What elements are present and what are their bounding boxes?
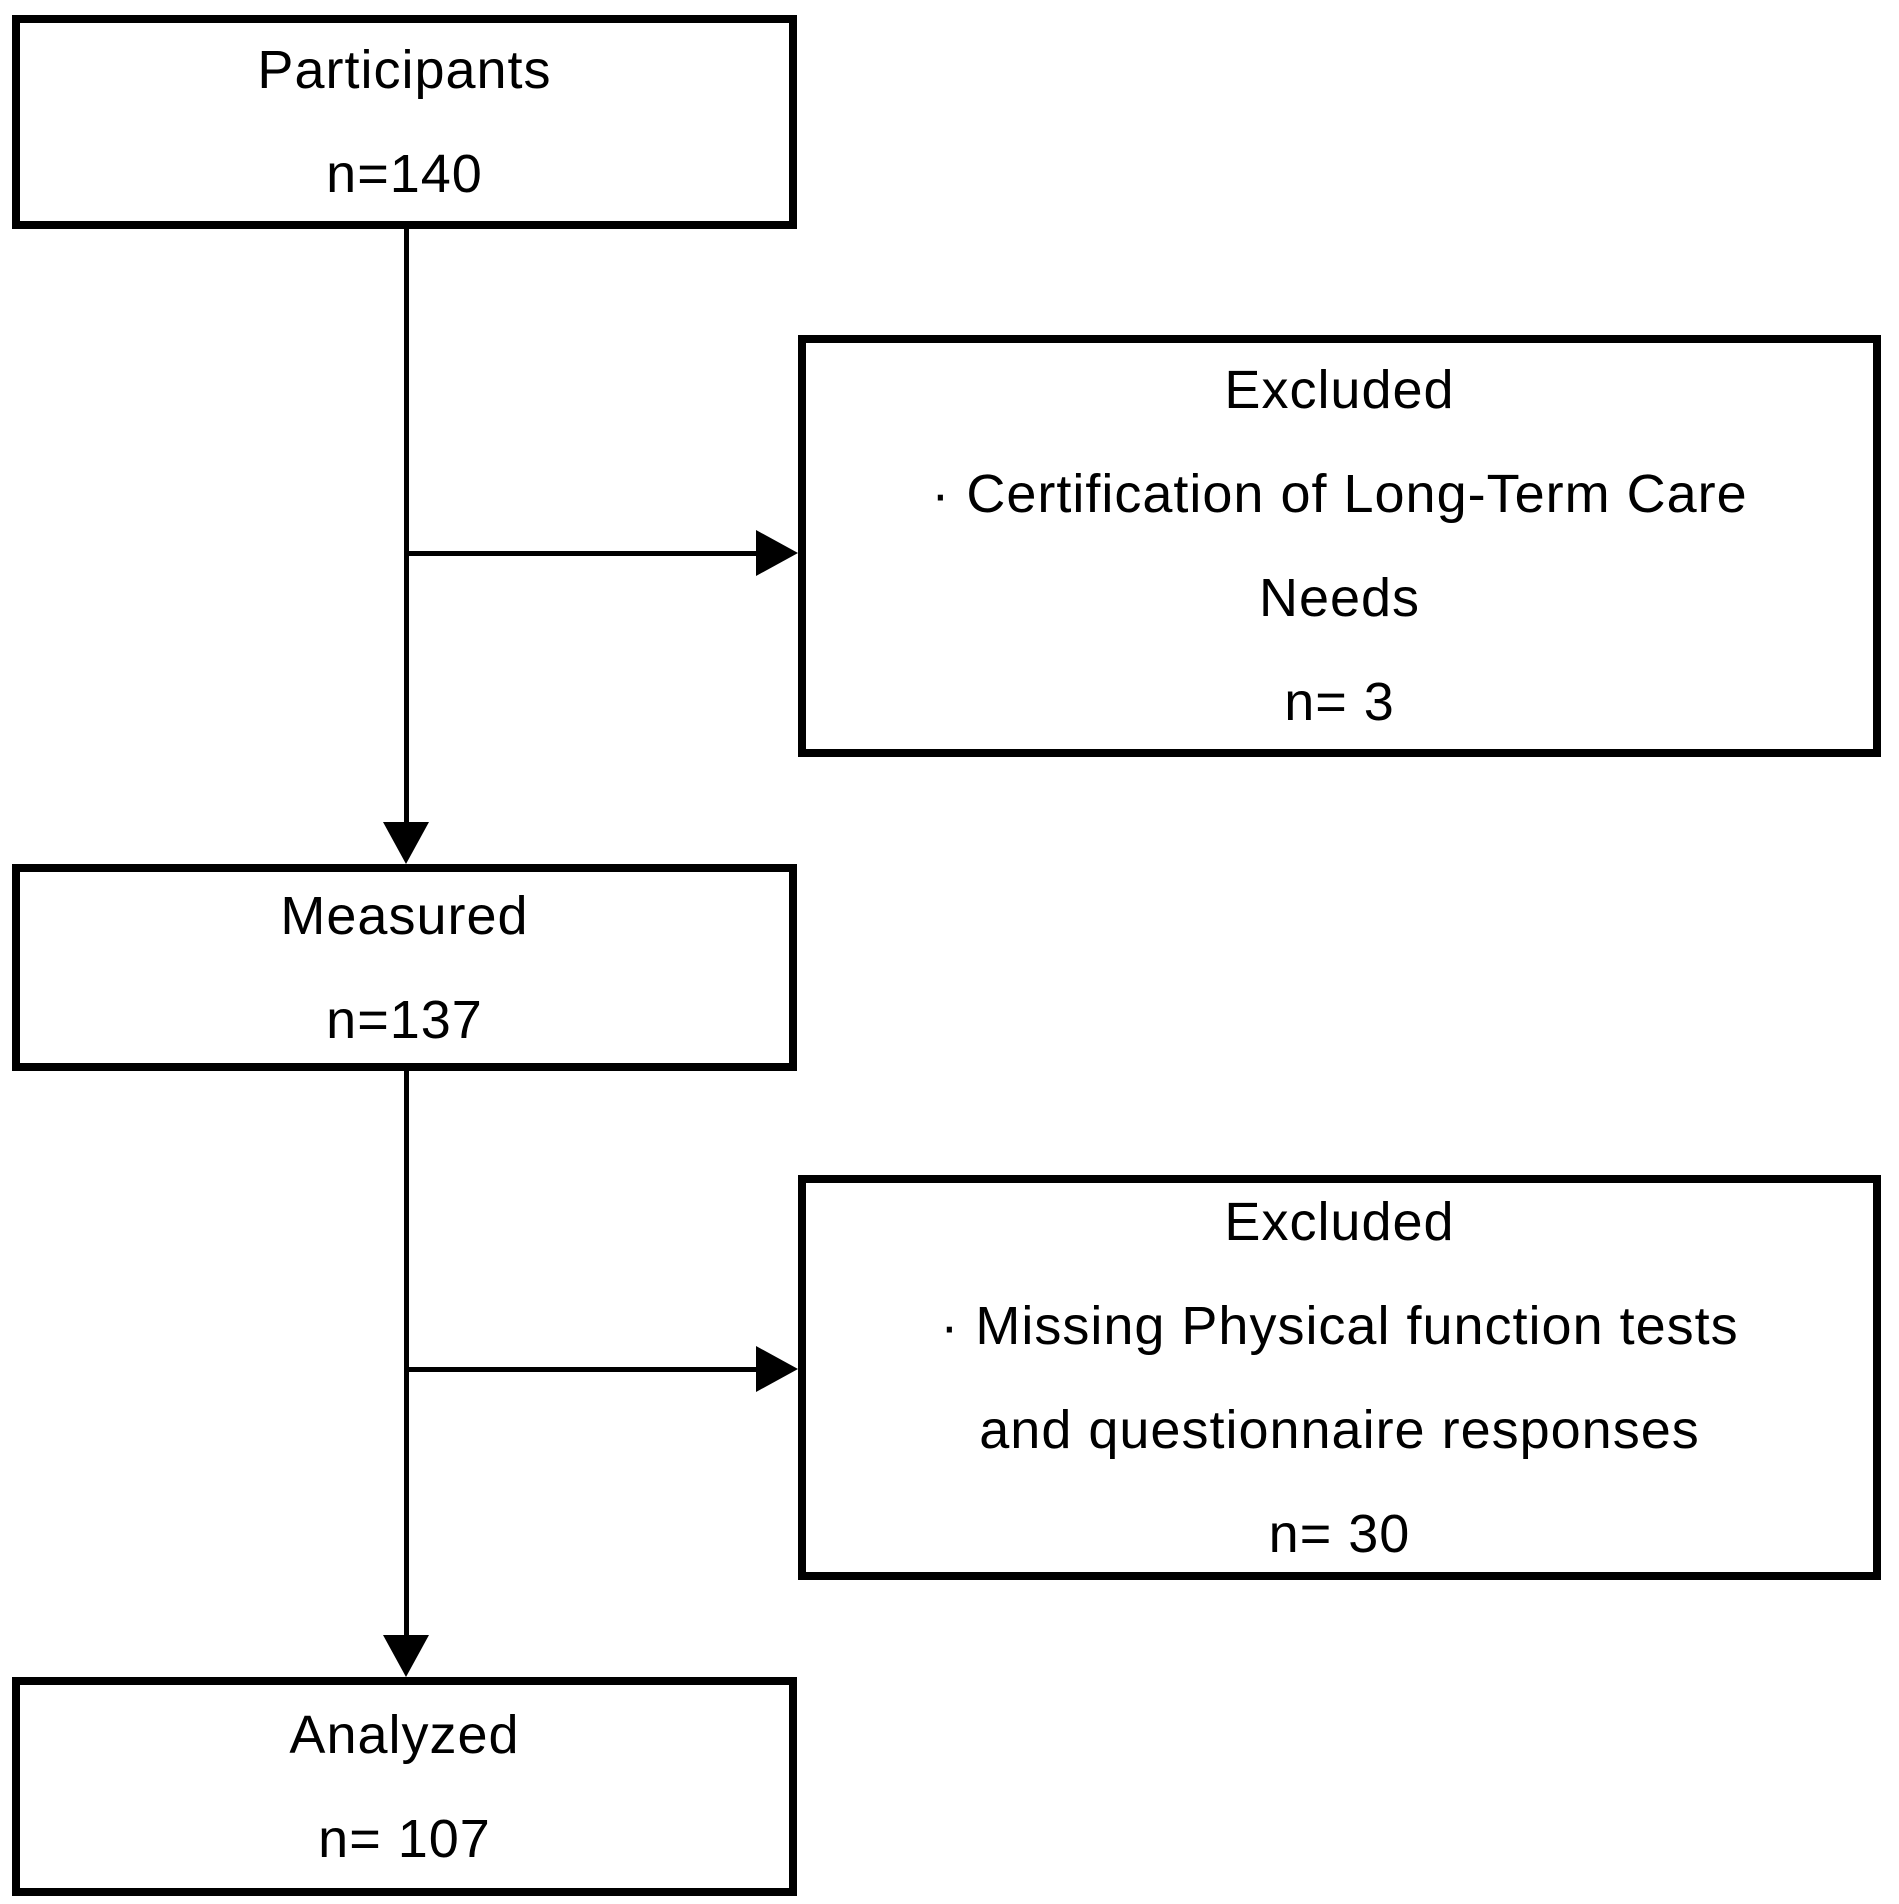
measured-title: Measured bbox=[280, 885, 529, 946]
excluded-1-reason-line-1: · Certification of Long-Term Care bbox=[931, 464, 1748, 524]
flow-line-measured-to-analyzed bbox=[404, 1071, 409, 1637]
participants-count: n=140 bbox=[326, 144, 483, 204]
branch-line-to-excluded-1 bbox=[404, 551, 762, 556]
excluded-box-1: Excluded · Certification of Long-Term Ca… bbox=[798, 335, 1881, 757]
arrowhead-down-measured-icon bbox=[383, 822, 429, 864]
measured-count: n=137 bbox=[326, 989, 483, 1050]
excluded-box-2: Excluded · Missing Physical function tes… bbox=[798, 1175, 1881, 1580]
participants-box: Participants n=140 bbox=[12, 15, 797, 229]
excluded-1-reason-line-2: Needs bbox=[1258, 568, 1421, 628]
excluded-2-reason-line-2: and questionnaire responses bbox=[979, 1399, 1700, 1460]
branch-line-to-excluded-2 bbox=[404, 1367, 762, 1372]
analyzed-title: Analyzed bbox=[289, 1704, 520, 1765]
analyzed-count: n= 107 bbox=[318, 1808, 491, 1869]
excluded-1-title: Excluded bbox=[1224, 360, 1455, 420]
excluded-2-title: Excluded bbox=[1224, 1191, 1455, 1252]
arrowhead-right-excluded-2-icon bbox=[756, 1346, 798, 1392]
excluded-2-reason-line-1: · Missing Physical function tests bbox=[940, 1295, 1739, 1356]
excluded-2-count: n= 30 bbox=[1268, 1503, 1411, 1564]
flow-line-participants-to-measured bbox=[404, 229, 409, 824]
arrowhead-right-excluded-1-icon bbox=[756, 530, 798, 576]
participants-title: Participants bbox=[257, 40, 552, 100]
arrowhead-down-analyzed-icon bbox=[383, 1635, 429, 1677]
excluded-1-count: n= 3 bbox=[1284, 672, 1395, 732]
analyzed-box: Analyzed n= 107 bbox=[12, 1677, 797, 1896]
measured-box: Measured n=137 bbox=[12, 864, 797, 1071]
